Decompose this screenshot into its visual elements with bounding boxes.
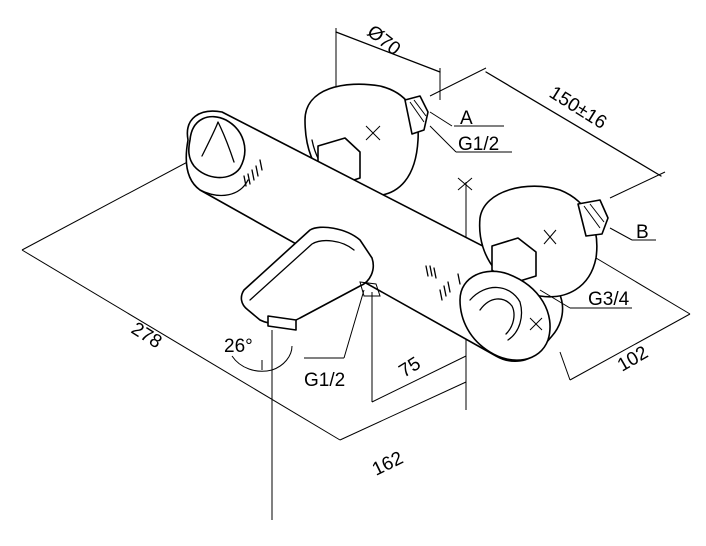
depth-label: 102 (614, 342, 652, 376)
thread-spout-label: G1/2 (304, 370, 345, 391)
port-a-label: A (460, 108, 473, 129)
length-label: 278 (127, 318, 165, 353)
angle-label: 26° (224, 336, 253, 357)
dimension-lines (21, 28, 691, 520)
leader-lines (304, 111, 656, 359)
spout (240, 226, 381, 331)
port-b-label: B (636, 222, 649, 243)
dia-label: Ø70 (363, 21, 404, 60)
reach-label: 162 (369, 448, 407, 481)
thread-b-label: G3/4 (588, 289, 630, 310)
right-handle (459, 270, 551, 361)
thread-a-label: G1/2 (458, 134, 499, 155)
